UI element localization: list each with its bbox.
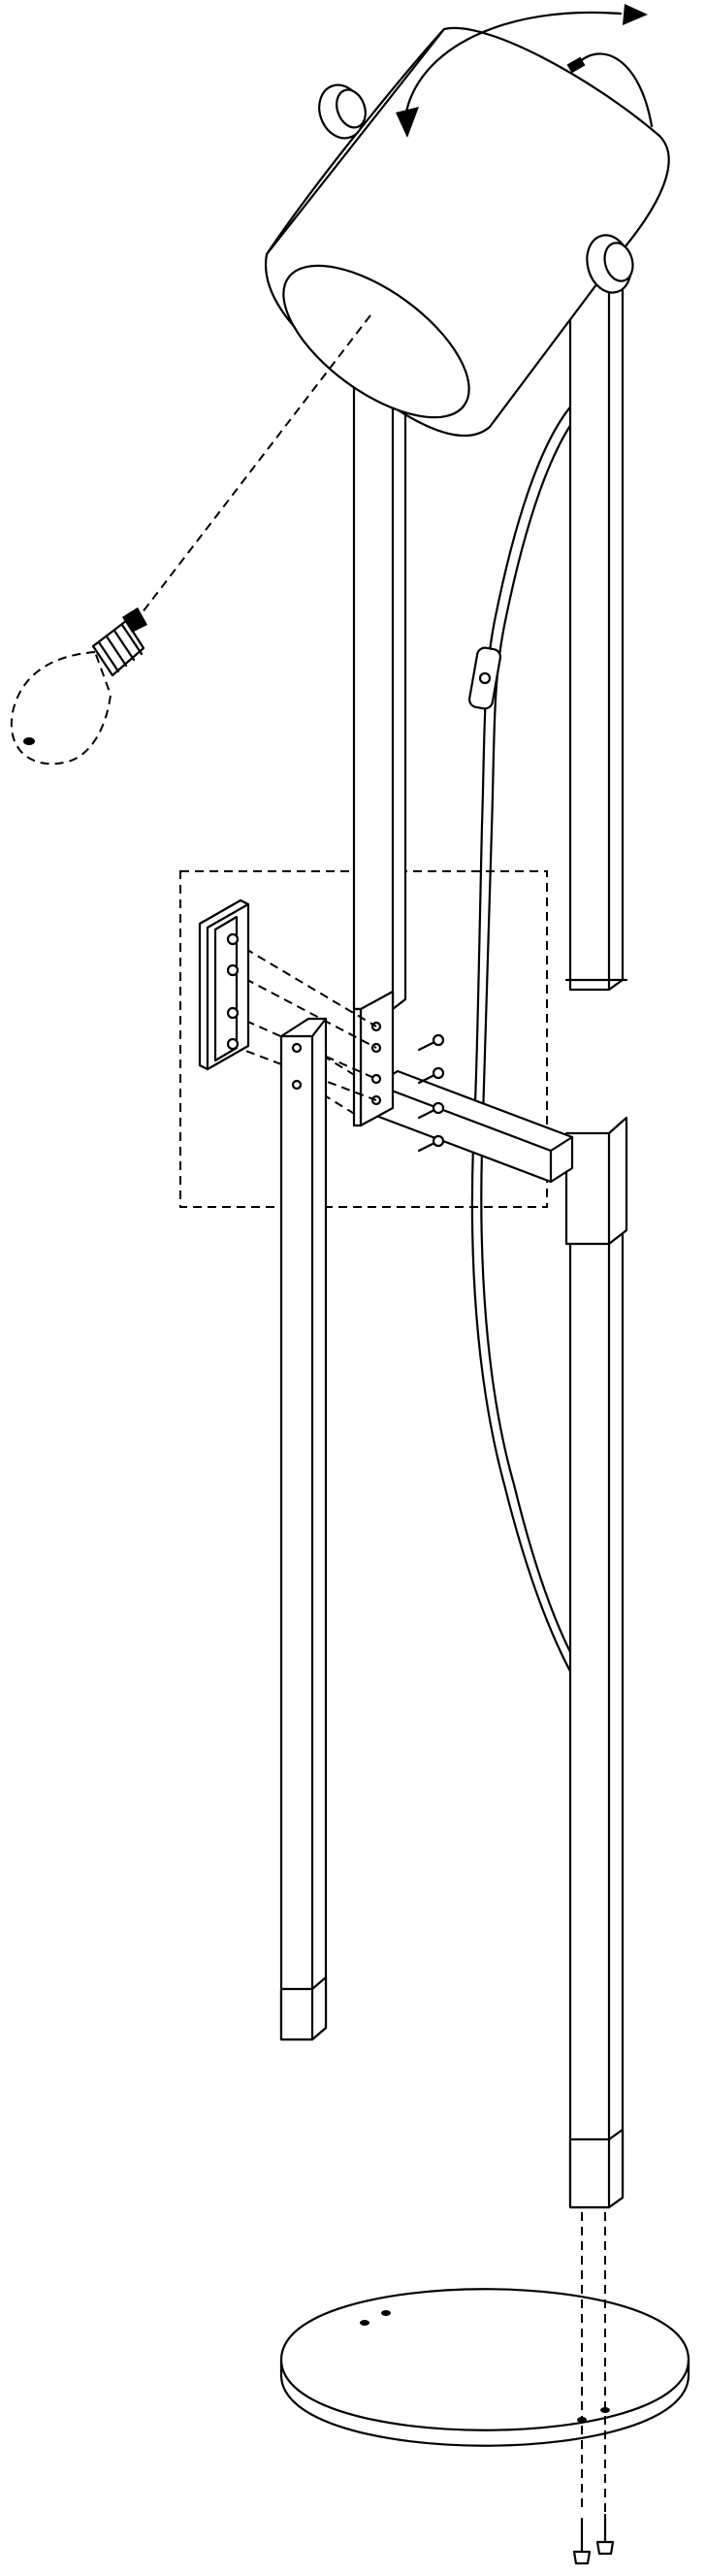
shade-pivot-knob-left — [318, 83, 367, 140]
base-alignment-guides — [581, 2212, 606, 2513]
screw — [595, 2513, 615, 2556]
screw — [417, 1134, 445, 1153]
mounting-plate — [352, 990, 395, 1127]
screw — [417, 1033, 445, 1052]
round-base — [279, 2288, 690, 2447]
screw — [417, 1066, 445, 1085]
lamp-shade — [264, 26, 670, 438]
support-pole — [352, 333, 407, 1011]
shade-pivot-knob-right — [586, 234, 634, 294]
screw — [417, 1101, 445, 1120]
crossbar-arm — [374, 1069, 574, 1184]
bracket-screws — [417, 1033, 445, 1153]
front-leg — [279, 1017, 328, 2041]
screw — [572, 2517, 592, 2565]
inline-switch — [467, 646, 502, 710]
bulb-insertion-guide — [135, 314, 371, 622]
cord-entry — [566, 52, 654, 128]
mounting-bracket — [198, 898, 250, 1071]
power-cord — [470, 391, 586, 1680]
pole-coupler-sleeve — [564, 1116, 628, 1246]
bulb-screw-base — [91, 607, 147, 677]
power-cord-outer — [480, 396, 595, 1669]
base-screws — [572, 2513, 615, 2565]
light-bulb — [10, 607, 147, 766]
shade-tilt-arrow — [396, 4, 648, 138]
main-pole — [564, 202, 628, 2209]
